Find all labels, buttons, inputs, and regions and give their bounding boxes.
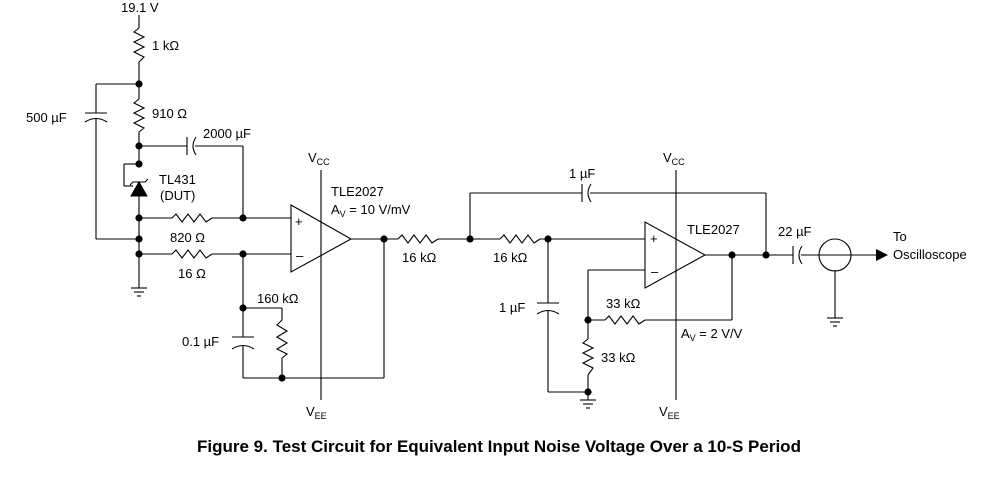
resistor-160k — [275, 319, 289, 359]
opamp-2 — [644, 221, 707, 289]
resistor-820 — [171, 213, 213, 223]
output-arrow — [876, 249, 888, 261]
output-label-line2: Oscilloscope — [893, 247, 967, 262]
capacitor-2000uf — [186, 136, 197, 156]
resistor-1k — [132, 27, 146, 63]
opamp1-vcc-label: VCC — [308, 150, 330, 167]
resistor-33k-feedback — [604, 315, 646, 325]
label-c-2000uf: 2000 µF — [203, 126, 251, 141]
labels: 19.1 V 1 kΩ 910 Ω 820 Ω 16 Ω 160 kΩ 16 k… — [26, 0, 967, 456]
figure-caption: Figure 9. Test Circuit for Equivalent In… — [197, 437, 801, 456]
junction-dots — [135, 80, 770, 396]
label-c-1uf-feedback: 1 µF — [569, 166, 595, 181]
ground-symbols — [131, 287, 843, 409]
label-r-16k-a: 16 kΩ — [402, 250, 437, 265]
tl431-shunt-regulator — [129, 178, 149, 197]
resistor-16k-b — [499, 234, 541, 244]
resistors — [132, 27, 646, 376]
opamp2-gain-label: AV = 2 V/V — [681, 326, 743, 343]
label-dut-note: (DUT) — [160, 188, 195, 203]
opamp1-plus-sign: + — [295, 214, 303, 229]
label-r-820: 820 Ω — [170, 230, 205, 245]
opamp2-minus-sign: – — [651, 264, 659, 279]
label-r-1k: 1 kΩ — [152, 38, 179, 53]
capacitor-22uf — [792, 245, 803, 265]
output-label-line1: To — [893, 229, 907, 244]
opamp2-part-label: TLE2027 — [687, 222, 740, 237]
resistor-16 — [171, 249, 213, 259]
opamp1-vee-label: VEE — [306, 404, 327, 421]
opamp2-plus-sign: + — [650, 231, 658, 246]
opamp1-gain-label: AV = 10 V/mV — [331, 202, 411, 219]
oscilloscope-connector — [818, 238, 888, 272]
ground-output — [827, 317, 843, 327]
label-dut-part: TL431 — [159, 172, 196, 187]
opamp1-minus-sign: – — [296, 248, 304, 263]
label-c-22uf: 22 µF — [778, 224, 812, 239]
resistor-910 — [132, 98, 146, 133]
resistor-33k-ground — [581, 338, 595, 376]
label-c-1uf-shunt: 1 µF — [499, 300, 525, 315]
wires — [95, 15, 876, 400]
label-r-33k-feedback: 33 kΩ — [606, 296, 641, 311]
capacitor-500uf — [84, 112, 108, 123]
ground-left — [131, 287, 147, 297]
label-r-160k: 160 kΩ — [257, 291, 299, 306]
supply-label: 19.1 V — [121, 0, 159, 15]
label-c-500uf: 500 µF — [26, 110, 67, 125]
capacitor-1uf-shunt — [536, 302, 560, 315]
capacitor-0-1uf — [231, 336, 255, 350]
opamp2-vee-label: VEE — [659, 404, 680, 421]
label-r-16: 16 Ω — [178, 266, 206, 281]
opamp-1 — [290, 204, 353, 273]
label-r-910: 910 Ω — [152, 106, 187, 121]
capacitors — [84, 112, 803, 350]
capacitor-1uf-feedback — [581, 183, 592, 203]
opamp1-part-label: TLE2027 — [331, 184, 384, 199]
label-r-16k-b: 16 kΩ — [493, 250, 528, 265]
ground-middle — [580, 399, 596, 409]
label-r-33k-ground: 33 kΩ — [601, 350, 636, 365]
label-c-0-1uf: 0.1 µF — [182, 334, 219, 349]
opamp2-vcc-label: VCC — [663, 150, 685, 167]
resistor-16k-a — [397, 234, 439, 244]
